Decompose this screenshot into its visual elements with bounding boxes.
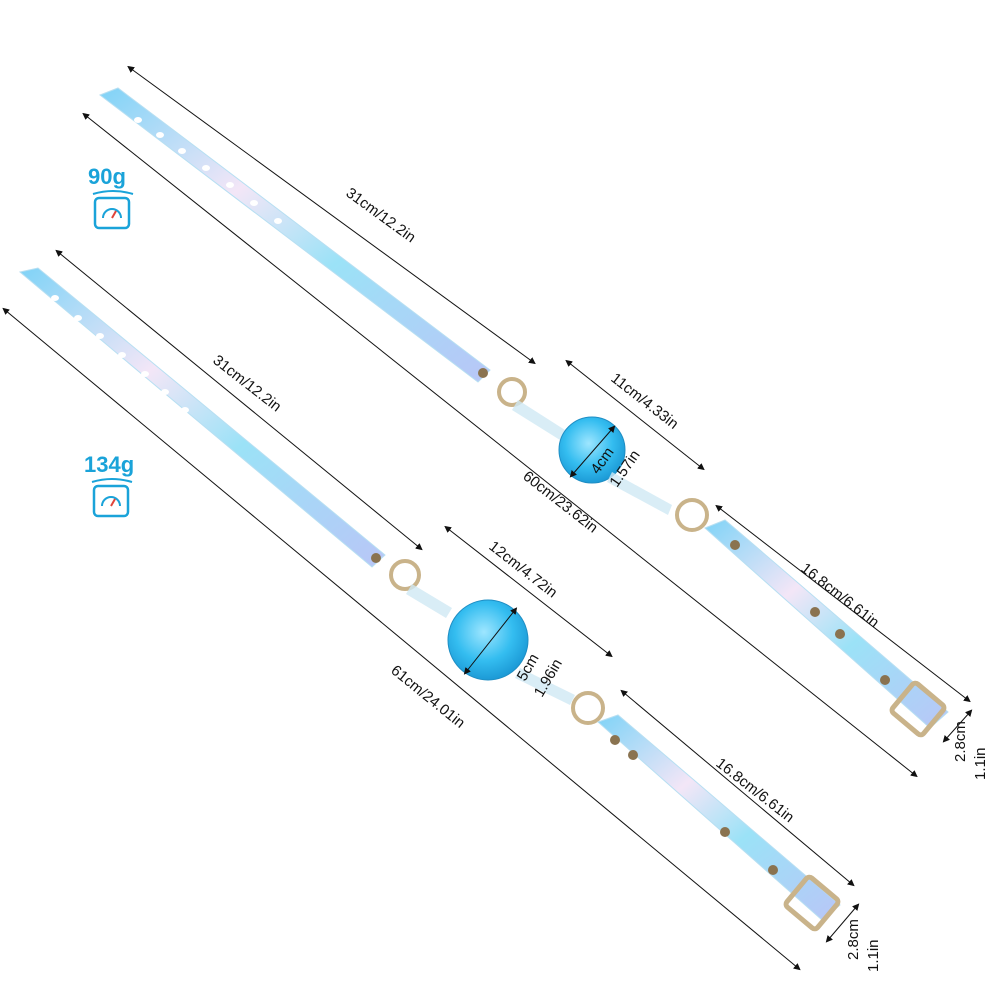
product-2-d-ring-right — [571, 691, 605, 725]
product-1-d-ring-left — [497, 377, 527, 407]
product-1-buckle-strap — [704, 519, 949, 729]
product-1-strap-length-label: 31cm/12.2in — [343, 184, 419, 246]
product-2-width-in: 1.1in — [865, 939, 882, 972]
product-1-long-strap — [98, 87, 491, 383]
product-2-d-ring-left — [389, 559, 421, 591]
product-2-ball — [447, 599, 529, 681]
scale-icon — [92, 190, 134, 230]
product-1-connector-left — [512, 400, 565, 440]
product-1-width-in: 1.1in — [972, 747, 989, 780]
product-1-rivet — [478, 368, 488, 378]
product-2-total-length-label: 61cm/24.01in — [387, 662, 468, 732]
scale-icon — [91, 478, 133, 518]
product-2-ball-to-ring-label: 12cm/4.72in — [486, 538, 561, 602]
product-2-buckle-strap — [597, 714, 841, 921]
product-2-long-strap — [18, 267, 386, 568]
product-1-width-cm: 2.8cm — [952, 721, 969, 762]
product-1-ball-to-ring-label: 11cm/4.33in — [608, 370, 682, 433]
product-1-weight: 90g — [88, 164, 126, 189]
product-2-weight: 134g — [84, 452, 134, 477]
product-1-d-ring-right — [675, 498, 709, 532]
product-2-width-cm: 2.8cm — [845, 919, 862, 960]
product-2: 31cm/12.2in 61cm/24.01in 12cm/4.72in 5cm… — [2, 249, 882, 972]
